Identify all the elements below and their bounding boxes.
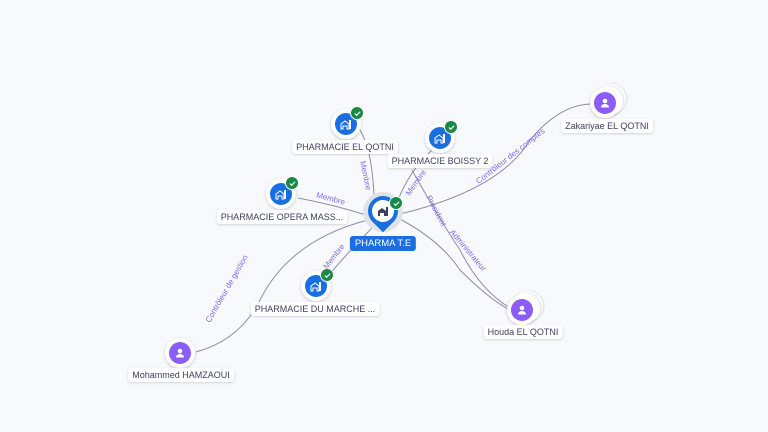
edge-line-president: [411, 169, 511, 309]
person-icon: [169, 342, 191, 364]
verified-icon: [444, 120, 458, 134]
company-icon: [305, 275, 327, 297]
person-node-houda[interactable]: [507, 295, 537, 325]
node-label[interactable]: PHARMACIE DU MARCHE ...: [250, 302, 380, 316]
verified-icon: [320, 268, 334, 282]
edge-line-administrateur: [397, 217, 511, 311]
verified-icon: [285, 176, 299, 190]
node-label[interactable]: Zakariyae EL QOTNI: [561, 119, 653, 133]
center-node[interactable]: [361, 189, 405, 233]
person-node-zakariyae[interactable]: [590, 88, 620, 118]
edge-line-membre-boissy: [397, 149, 433, 201]
person-node-mohammed[interactable]: [165, 338, 195, 368]
node-label[interactable]: PHARMACIE EL QOTNI: [292, 140, 398, 154]
company-icon: [270, 183, 292, 205]
edge-line-controleur-gestion: [195, 219, 369, 353]
person-icon: [511, 299, 533, 321]
edge-line-membre-el-qotni: [359, 129, 375, 196]
node-label[interactable]: Mohammed HAMZAOUI: [128, 368, 234, 382]
edge-line-membre-opera: [297, 197, 367, 216]
node-label[interactable]: PHARMACIE BOISSY 2: [387, 154, 493, 168]
company-icon: [372, 200, 394, 222]
company-icon: [429, 127, 451, 149]
company-node-boissy-2[interactable]: [425, 120, 458, 153]
company-node-marche[interactable]: [301, 268, 334, 301]
company-icon: [335, 113, 357, 135]
center-node-label[interactable]: PHARMA T.E: [349, 236, 417, 251]
verified-icon: [350, 106, 364, 120]
company-node-opera[interactable]: [266, 176, 299, 209]
edge-line-controleur-comptes: [399, 103, 593, 215]
verified-icon: [389, 196, 403, 210]
node-label[interactable]: PHARMACIE OPERA MASS...: [216, 210, 348, 224]
node-label[interactable]: Houda EL QOTNI: [483, 325, 563, 339]
person-icon: [594, 92, 616, 114]
company-node-el-qotni[interactable]: [331, 106, 364, 139]
